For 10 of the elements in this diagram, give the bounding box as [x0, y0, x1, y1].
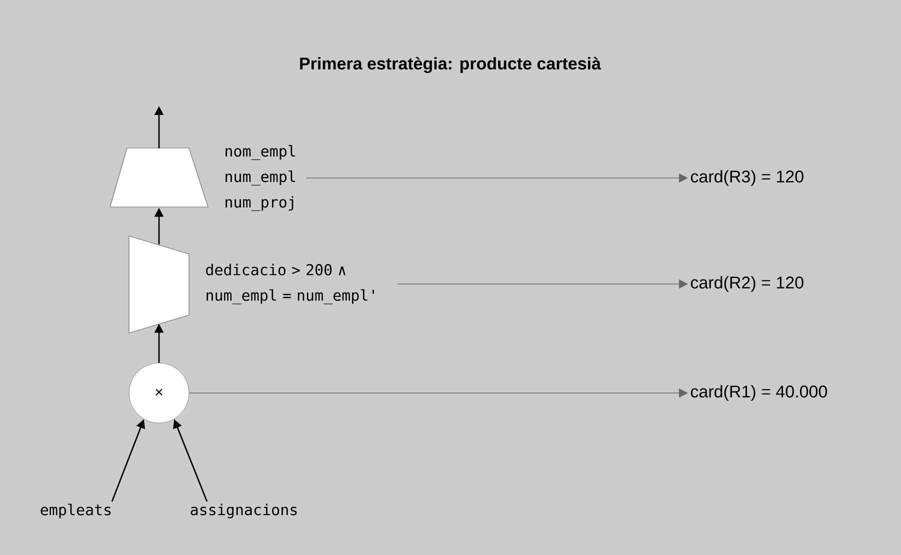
relation-name: empleats [40, 504, 111, 518]
operator-trapezoid [128, 236, 190, 334]
title: Primera estratègia: producte cartesià [300, 56, 602, 74]
cardinality-text: card(R2) = 120 [690, 276, 804, 292]
operator-trapezoid [110, 148, 208, 208]
relation-name: assignacions [190, 504, 297, 518]
condition-text: nom_empl num_empl num_proj [226, 145, 295, 211]
cardinality-text: card(R3) = 120 [690, 170, 804, 186]
condition-text: dedicacio > 200 ∧ num_empl = num_empl' [206, 264, 374, 304]
cardinality-text: card(R1) = 40.000 [690, 385, 828, 401]
